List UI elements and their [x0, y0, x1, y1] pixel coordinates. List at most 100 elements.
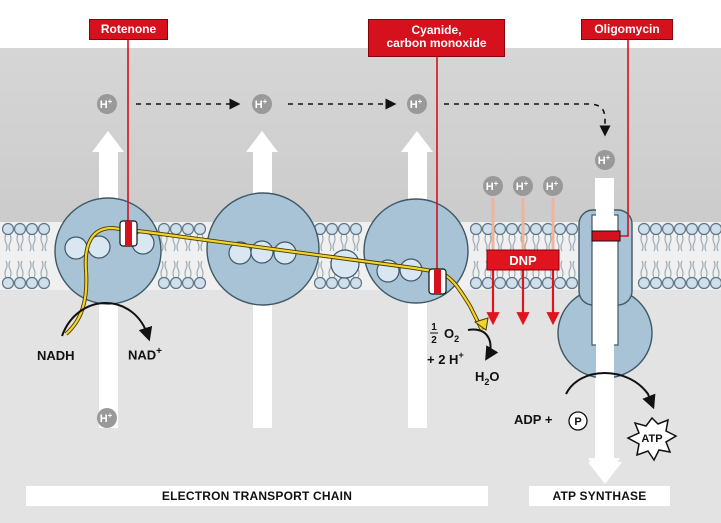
lipid-tail — [356, 233, 360, 252]
half-denominator: 2 — [431, 335, 437, 346]
lipid-tail — [572, 260, 576, 279]
lipid-tail — [16, 233, 20, 252]
electron-path — [64, 225, 489, 336]
lipid-tail — [668, 233, 672, 252]
lipid-tail — [164, 233, 168, 252]
lipid-head — [1, 222, 15, 236]
lipid-tail — [476, 260, 480, 279]
dnp-proton-leak — [486, 198, 560, 326]
lipid-tail — [16, 260, 20, 279]
proton-marker: H+ — [252, 94, 272, 114]
lipid-tail — [680, 233, 684, 252]
proton-label: H+ — [255, 97, 268, 111]
inhibitor-lines — [127, 38, 629, 270]
curved-arrow-icon — [565, 372, 656, 410]
lipid-tail — [500, 233, 504, 252]
oligomycin-block — [591, 230, 621, 242]
lipid-tail — [704, 233, 708, 252]
proton-markers: H+H+H+H+H+H+H+H+ — [97, 94, 615, 428]
oligomycin-label: Oligomycin — [581, 19, 673, 40]
lipid-head — [25, 222, 39, 236]
lipid-tail — [496, 233, 500, 252]
lipid-head — [481, 276, 495, 290]
lipid-head — [349, 276, 363, 290]
lipid-head — [541, 276, 555, 290]
lipid-head — [565, 276, 579, 290]
proton-transfer-arrows — [136, 98, 611, 137]
lipid-tail — [472, 260, 476, 279]
lipid-tail — [184, 260, 188, 279]
lipid-tail — [716, 260, 720, 279]
cyanide-line-1: Cyanide, — [411, 23, 462, 37]
proton-marker: H+ — [513, 176, 533, 196]
lipid-head — [181, 276, 195, 290]
lipid-tail — [32, 233, 36, 252]
lipid-tail — [316, 260, 320, 279]
lipid-head — [709, 222, 721, 236]
proton-circle — [407, 94, 427, 114]
down-arrow-icon — [588, 462, 622, 484]
lipid-head — [169, 222, 183, 236]
lipid-head — [181, 222, 195, 236]
complex-i — [54, 197, 162, 305]
lipid-tail — [172, 260, 176, 279]
dnp-label: DNP — [509, 253, 537, 268]
lipid-head — [529, 276, 543, 290]
lipid-head — [673, 276, 687, 290]
proton-marker: H+ — [483, 176, 503, 196]
lipid-head — [37, 222, 51, 236]
lipid-tail — [352, 233, 356, 252]
proton-circle — [97, 408, 117, 428]
lipid-tail — [320, 260, 324, 279]
proton-circle — [543, 176, 563, 196]
lipid-tail — [44, 233, 48, 252]
lipid-head — [193, 276, 207, 290]
lipid-tail — [164, 260, 168, 279]
lipid-head — [493, 276, 507, 290]
lipid-tail — [476, 233, 480, 252]
lipid-head — [25, 276, 39, 290]
dashed-arrow-icon — [444, 103, 611, 137]
lipid-tail — [524, 233, 528, 252]
lipid-tail — [680, 260, 684, 279]
nadh-label: NADH — [37, 348, 75, 363]
lipid-tail — [44, 260, 48, 279]
lipid-tail — [688, 260, 692, 279]
lipid-head — [637, 222, 651, 236]
nad-charge: + — [156, 346, 163, 357]
lipid-head — [685, 222, 699, 236]
lipid-tail — [676, 233, 680, 252]
etc-title: ELECTRON TRANSPORT CHAIN — [26, 486, 488, 506]
proton-marker: H+ — [97, 94, 117, 114]
lipid-head — [637, 276, 651, 290]
lipid-tail — [692, 260, 696, 279]
lipid-tail — [668, 260, 672, 279]
lipid-head — [493, 222, 507, 236]
lipid-tail — [712, 260, 716, 279]
lipid-tail — [572, 233, 576, 252]
proton-label: H+ — [410, 97, 423, 111]
lipid-tail — [340, 233, 344, 252]
lipid-tail — [4, 233, 8, 252]
lipid-tail — [472, 233, 476, 252]
curved-arrow-icon — [61, 302, 153, 342]
nad-label: NAD+ — [128, 346, 162, 362]
atp-synthase-channel — [596, 180, 614, 465]
lipid-head — [649, 222, 663, 236]
lipid-head — [169, 276, 183, 290]
lipid-tail — [652, 260, 656, 279]
lipid-tail — [508, 233, 512, 252]
lipid-tail — [704, 260, 708, 279]
explosion-star-icon — [626, 416, 678, 462]
lipid-tail — [548, 233, 552, 252]
lipid-head — [157, 276, 171, 290]
lipid-head — [505, 222, 519, 236]
lipid-head — [13, 222, 27, 236]
cytochrome-c — [330, 249, 360, 279]
lipid-tail — [328, 233, 332, 252]
adp-label: ADP + — [514, 412, 553, 427]
lipid-tail — [652, 233, 656, 252]
lipid-tail — [28, 260, 32, 279]
lipid-tail — [176, 260, 180, 279]
lipid-tail — [320, 233, 324, 252]
